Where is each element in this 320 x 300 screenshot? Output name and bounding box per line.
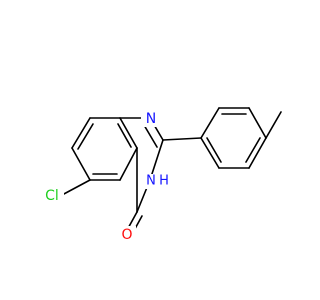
bond-c1prime-c2prime bbox=[200, 107, 220, 139]
bond-c8-c7-inner bbox=[77, 123, 94, 150]
bond-c3prime-c4prime bbox=[248, 107, 267, 139]
chlorine-label: Cl bbox=[45, 188, 59, 204]
bond-c5-c4a bbox=[119, 147, 138, 181]
bond-n1-c2-inner bbox=[143, 124, 158, 148]
atom-label-masks bbox=[40, 111, 170, 243]
hydrogen-label-n3: H bbox=[159, 174, 169, 189]
n3h-mask bbox=[158, 174, 170, 189]
quinazolinone-structure-diagram: N N H O Cl bbox=[40, 107, 282, 243]
bond-c2-n3 bbox=[149, 139, 164, 181]
bond-c7-c6 bbox=[71, 147, 91, 181]
cl-mask bbox=[40, 188, 64, 204]
bond-c4prime-c5prime bbox=[248, 137, 267, 169]
n3-mask bbox=[143, 174, 158, 189]
bond-c4prime-c5prime-inner bbox=[245, 137, 261, 163]
bond-c6-cl bbox=[61, 179, 91, 196]
bond-c4prime-methyl bbox=[265, 111, 282, 139]
bond-c6prime-c1prime bbox=[200, 137, 220, 169]
n1-mask bbox=[141, 111, 159, 127]
oxygen-label: O bbox=[121, 227, 132, 243]
bond-c2-c1prime bbox=[162, 137, 202, 141]
o-mask bbox=[119, 226, 136, 243]
nitrogen-label-n3: N bbox=[146, 174, 156, 189]
bond-layer bbox=[61, 107, 282, 237]
bond-c8-c7 bbox=[71, 117, 91, 149]
bond-c4a-c8a-inner bbox=[117, 123, 132, 148]
bond-c6prime-c1prime-inner bbox=[206, 137, 222, 163]
atom-labels: N N H O Cl bbox=[45, 111, 169, 243]
bond-c4a-c8a bbox=[119, 117, 138, 149]
nitrogen-label-n1: N bbox=[146, 111, 156, 127]
